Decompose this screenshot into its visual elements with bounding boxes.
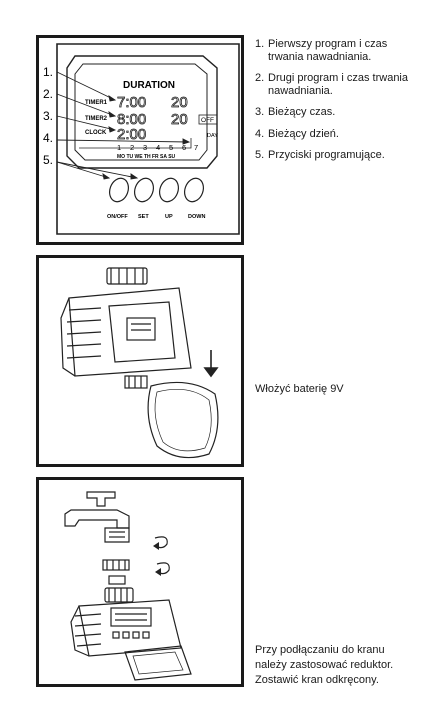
callout-2: 2. [43,87,53,101]
callout-4: 4. [43,131,53,145]
set-button-shape [133,177,155,203]
clock-time: 2:00 [117,126,146,143]
panel-faucet-diagram [36,477,244,687]
faucet-caption-line-3: Zostawić kran odkręcony. [255,674,379,686]
callout-3: 3. [43,109,53,123]
battery-caption: Włożyć baterię 9V [255,383,344,395]
set-button-label: SET [138,214,149,220]
faucet-caption: Przy podłączaniu do kranu należy zastoso… [255,643,435,688]
timer2-off-flag: OFF [201,117,214,124]
panel-display-diagram: DURATION TIMER1 TIMER2 CLOCK 7:00 20 8:0… [36,35,244,245]
onoff-button-label: ON/OFF [107,214,128,220]
clock-label: CLOCK [85,130,107,136]
timer1-duration: 20 [171,94,188,111]
faucet-caption-line-2: należy zastosować reduktor. [255,659,394,671]
legend-item-4: 4.Bieżący dzień. [255,127,339,140]
day-3: 3 [143,143,147,152]
legend-item-5: 5.Przyciski programujące. [255,149,385,161]
day-5: 5 [169,143,173,152]
timer2-label: TIMER2 [85,116,108,122]
timer1-time: 7:00 [117,94,146,111]
down-button-label: DOWN [188,214,205,220]
onoff-button-shape [108,177,130,203]
panel-battery-diagram [36,255,244,467]
weekday-row: MO TU WE TH FR SA SU [117,154,176,160]
legend-item-3: 3.Bieżący czas. [255,106,336,118]
timer1-label: TIMER1 [85,100,108,106]
day-2: 2 [130,143,134,152]
display-title: DURATION [123,80,175,91]
up-button-label: UP [165,214,173,220]
day-1: 1 [117,143,121,152]
up-button-shape [158,177,180,203]
faucet-illustration [64,491,192,681]
timer2-duration: 20 [171,111,188,128]
day-label: DAY [207,133,218,139]
callout-5: 5. [43,153,53,167]
day-6: 6 [182,143,186,152]
day-7: 7 [194,143,198,152]
callout-1: 1. [43,65,53,79]
day-4: 4 [156,143,160,152]
timer2-time: 8:00 [117,111,146,128]
battery-illustration [60,267,219,459]
faucet-caption-line-1: Przy podłączaniu do kranu [255,644,385,656]
down-button-shape [183,177,205,203]
display-illustration: DURATION TIMER1 TIMER2 CLOCK 7:00 20 8:0… [43,43,240,235]
